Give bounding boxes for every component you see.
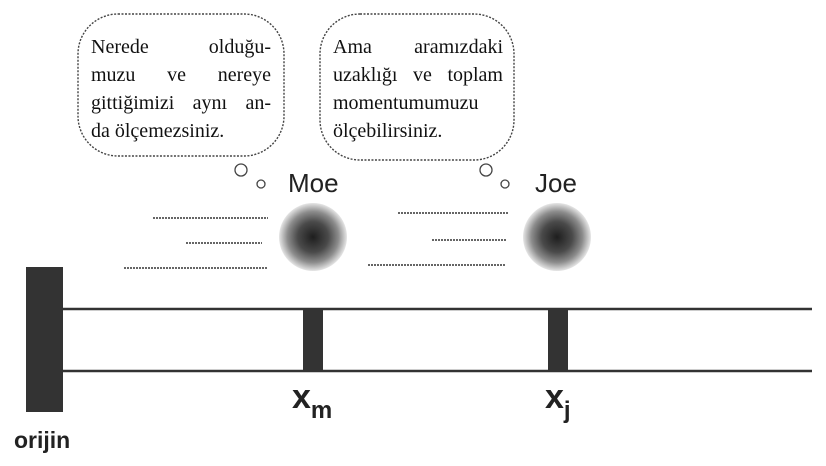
joe-particle [523,203,591,271]
moe-thought-dot-large [234,163,248,177]
moe-bubble-text: Nerede olduğu- muzu ve nereye gittiğimiz… [91,33,271,145]
moe-bubble-line-4: da ölçemezsiniz. [91,120,225,142]
moe-bubble-line-3: gittiğimizi aynı an- [91,92,271,114]
joe-position-post [548,310,568,370]
moe-name-label: Moe [288,168,339,198]
moe-bubble-line-1: Nerede olduğu- [91,36,271,58]
joe-bubble-line-1: Ama aramızdaki [333,36,503,58]
joe-thought-dot-large [479,163,493,177]
origin-label: orijin [14,427,71,453]
joe-bubble-line-3: momentumumuzu [333,92,479,114]
moe-position-subscript: m [310,397,333,424]
moe-position-post [303,310,323,370]
origin-wall [26,267,63,412]
joe-position-label: xj [545,378,571,424]
moe-position-label: xm [292,378,332,424]
moe-motion-lines [124,217,268,269]
joe-motion-lines [368,212,508,266]
joe-thought-bubble [319,13,515,161]
moe-thought-bubble [77,13,285,157]
joe-bubble-text: Ama aramızdaki uzaklığı ve toplam moment… [333,33,503,145]
joe-position-symbol: x [545,378,564,416]
moe-position-symbol: x [292,378,311,416]
joe-name-label: Joe [535,168,577,198]
joe-thought-dot-small [500,179,510,189]
moe-particle [279,203,347,271]
moe-bubble-line-2: muzu ve nereye [91,64,271,86]
joe-bubble-line-2: uzaklığı ve toplam [333,64,503,86]
moe-thought-dot-small [256,179,266,189]
joe-position-subscript: j [563,397,571,424]
joe-bubble-line-4: ölçebilirsiniz. [333,120,443,142]
